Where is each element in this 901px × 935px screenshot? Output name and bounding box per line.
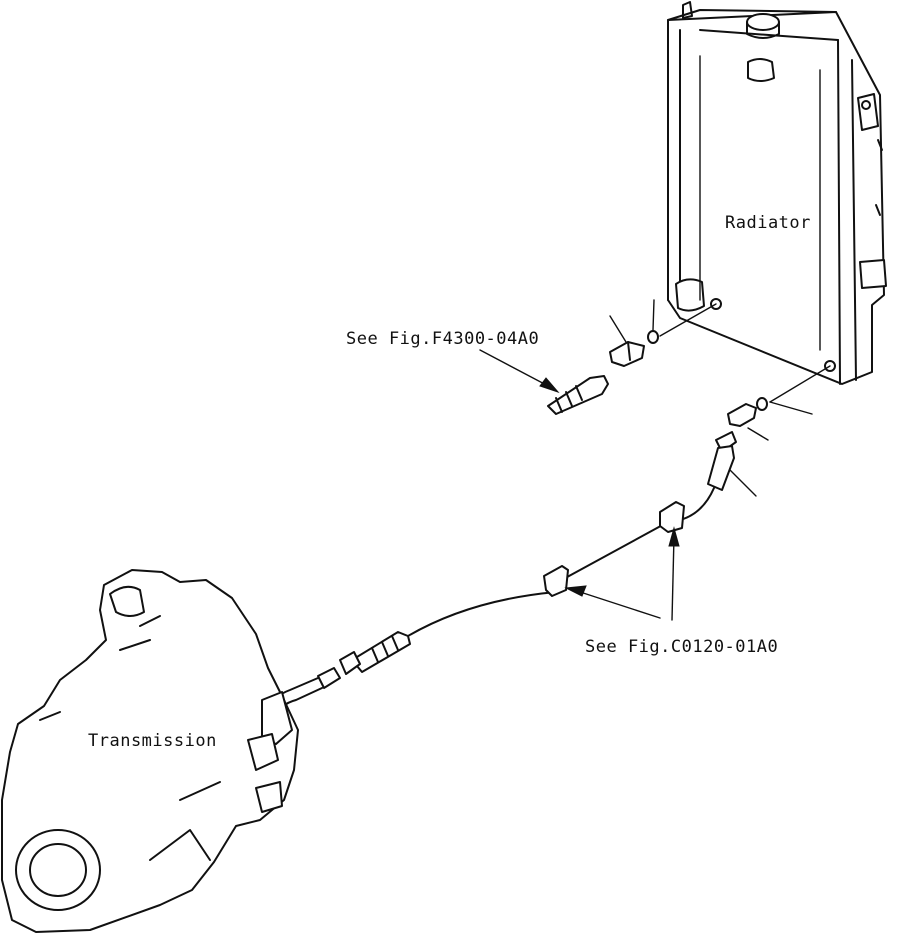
transmission-port (261, 691, 293, 745)
clamp-lower (543, 565, 569, 597)
nut (339, 651, 361, 675)
callout-oring-lower (769, 401, 813, 415)
cooler-line (317, 487, 715, 689)
transmission-label: Transmission (88, 731, 217, 751)
output-flange (15, 829, 101, 911)
elbow-connector (727, 403, 757, 427)
callout-oring-upper (652, 299, 655, 331)
ref-lower-arrows (564, 526, 680, 621)
transmission-assembly: Transmission (1, 569, 323, 933)
callout-connector-upper (609, 315, 627, 343)
upper-port-leader (659, 303, 717, 337)
hose-end-lower (707, 445, 735, 491)
callout-hose-lower (729, 469, 757, 497)
lower-port-leader (769, 365, 831, 403)
adapter (317, 667, 341, 689)
radiator-label: Radiator (725, 213, 811, 233)
ref-upper-arrow (479, 349, 560, 394)
o-ring-upper (647, 330, 659, 344)
hose-end-transmission (351, 631, 411, 673)
o-ring-lower (756, 397, 768, 411)
ref-upper-label: See Fig.F4300-04A0 (346, 329, 539, 349)
hose-end-upper (547, 375, 609, 415)
upper-fitting-group (547, 299, 659, 415)
connector-upper (609, 341, 645, 367)
callout-elbow (747, 427, 769, 441)
clamp-upper (659, 501, 685, 533)
lower-fitting-group (707, 397, 813, 497)
radiator-cap (746, 13, 780, 31)
ref-lower-label: See Fig.C0120-01A0 (585, 637, 778, 657)
radiator-assembly: Radiator (667, 1, 887, 385)
